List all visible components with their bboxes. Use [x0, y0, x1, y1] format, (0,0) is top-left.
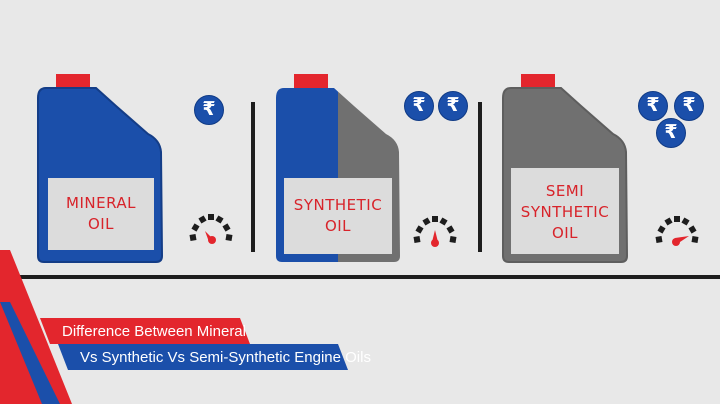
label-line: MINERAL: [66, 194, 136, 212]
bottle-cap: [294, 74, 328, 88]
label-line: OIL: [87, 215, 115, 233]
semi-synthetic-oil-label: SEMI SYNTHETIC OIL: [511, 170, 619, 254]
vertical-divider: [478, 102, 482, 252]
title-line-2: Vs Synthetic Vs Semi-Synthetic Engine Oi…: [80, 348, 371, 366]
synthetic-oil-label: SYNTHETIC OIL: [284, 178, 392, 254]
speedometer-gauge-icon: [413, 216, 457, 247]
vertical-divider: [251, 102, 255, 252]
synthetic-oil-bottle: [276, 74, 400, 262]
title-banner-blue-bg: [58, 344, 348, 370]
speedometer-gauge-icon: [655, 216, 699, 246]
bottle-cap: [56, 74, 90, 88]
bottle-cap: [521, 74, 555, 88]
rupee-icon: ₹: [194, 95, 224, 125]
rupee-icon: ₹: [404, 91, 434, 121]
rupee-icon: ₹: [438, 91, 468, 121]
rupee-icon: ₹: [638, 91, 668, 121]
speedometer-gauge-icon: [189, 214, 233, 244]
label-line: OIL: [551, 223, 579, 242]
rupee-icon: ₹: [656, 118, 686, 148]
mineral-oil-bottle: [37, 74, 164, 263]
title-banner-red-bg: [40, 318, 250, 344]
bottle-label: [284, 178, 392, 254]
title-line-1: Difference Between Mineral: [62, 322, 246, 340]
label-line: SYNTHETIC: [520, 202, 610, 221]
horizontal-baseline: [0, 275, 720, 279]
semi-synthetic-oil-bottle: [502, 74, 629, 263]
label-line: SEMI: [545, 181, 585, 200]
corner-stripes-decoration: [0, 250, 72, 404]
mineral-oil-label: MINERAL OIL: [48, 178, 154, 250]
label-line: SYNTHETIC: [293, 196, 383, 214]
label-line: OIL: [324, 217, 352, 235]
rupee-icon: ₹: [674, 91, 704, 121]
bottle-label: [48, 178, 154, 250]
bottle-label: [511, 168, 619, 254]
